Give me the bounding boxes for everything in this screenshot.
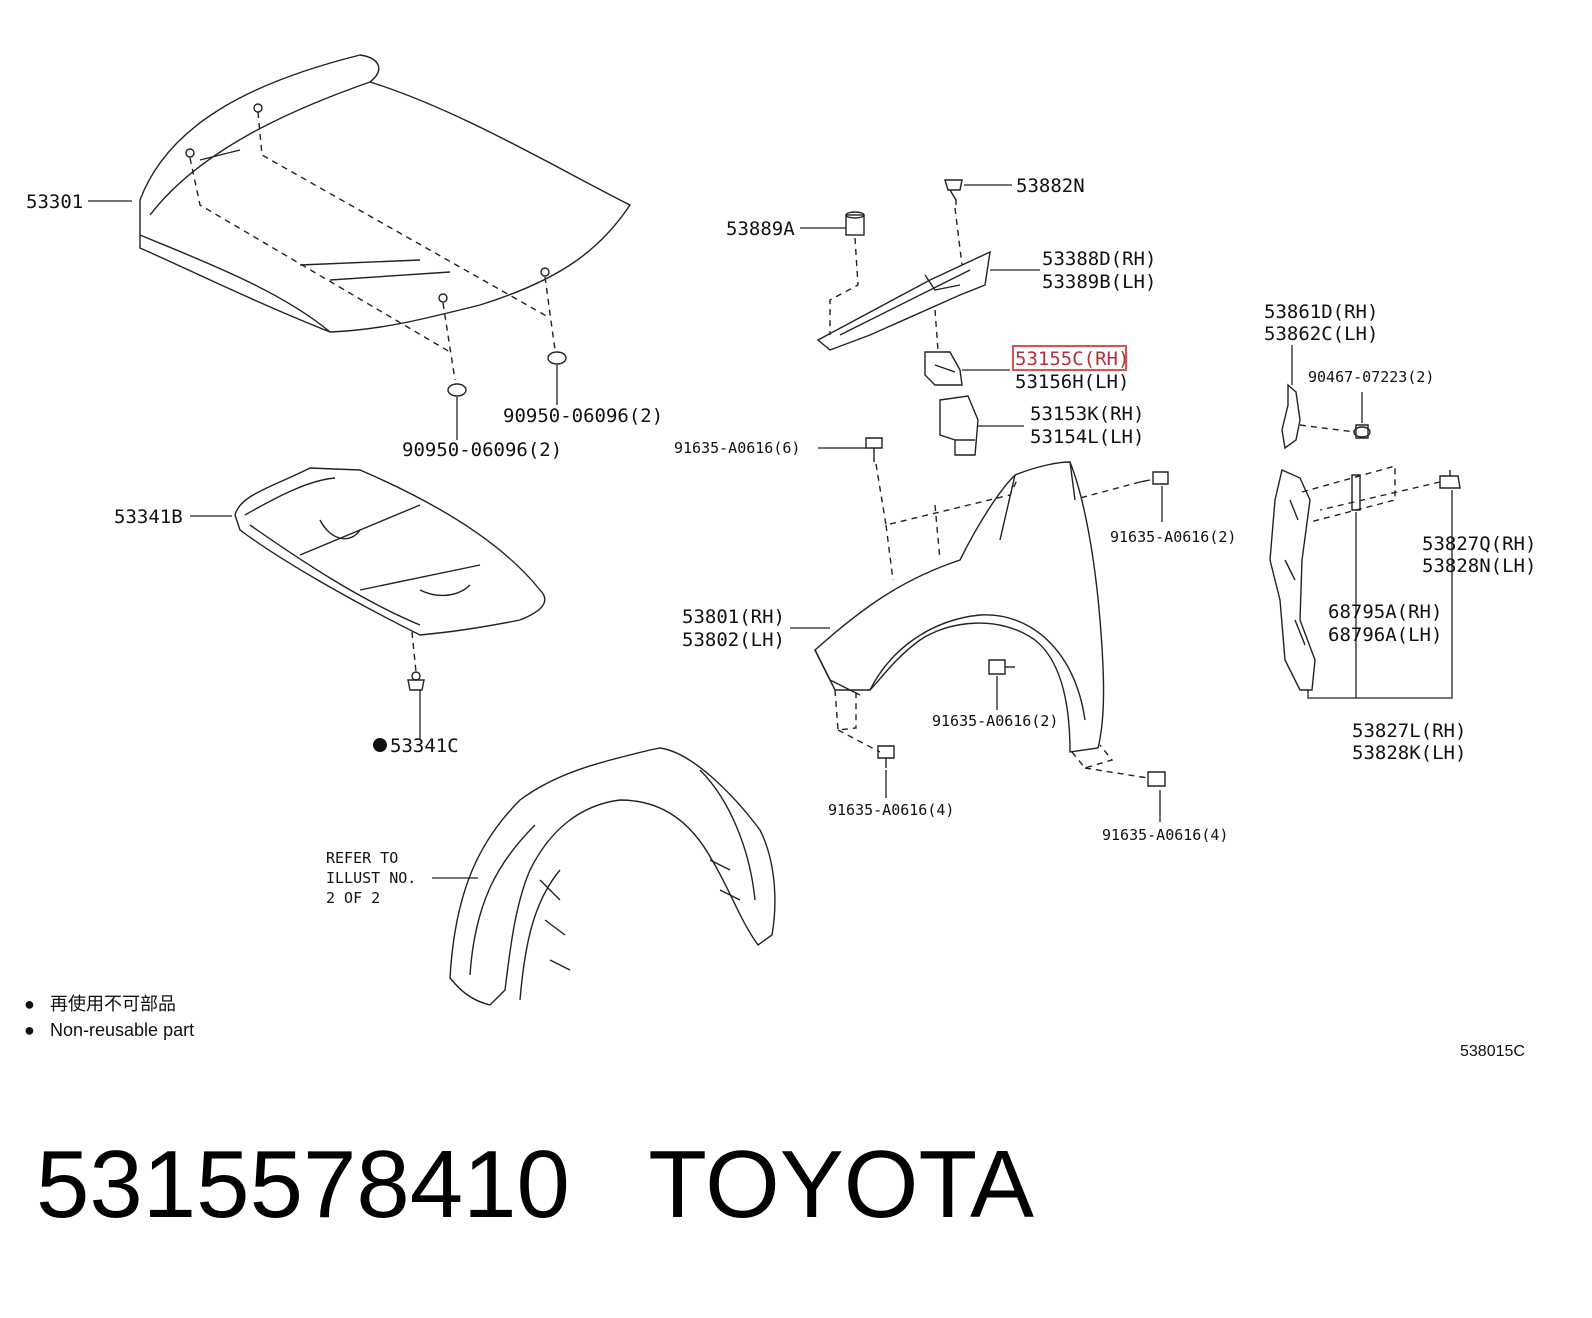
hood-lock-cushion [924,351,963,386]
fender-liner [449,747,776,1006]
label-cover-rh: 53153K(RH) [1030,403,1144,425]
label-clip-lh: 53828N(LH) [1422,555,1536,577]
hood-cushion-b-icon [547,351,567,365]
label-seal2-lh: 53828K(LH) [1352,742,1466,764]
label-nut: 90467-07223(2) [1308,368,1434,386]
label-hood-cushion-b: 90950-06096(2) [503,405,663,427]
protector-guide [1299,424,1356,433]
bolt-right-icon [1139,471,1169,485]
stopper-icon [845,211,865,236]
clip-icon [1439,470,1461,489]
strip-icon [1351,474,1361,511]
insulator-clip-guide [411,631,417,673]
label-highlight-lh: 53156H(LH) [1015,371,1129,393]
label-cover-lh: 53154L(LH) [1030,426,1144,448]
refer-note-line-2: ILLUST NO. [326,869,416,887]
footer-gap [570,1131,648,1238]
label-highlight-rh: 53155C(RH) [1015,348,1129,370]
legend-text-jp: 再使用不可部品 [50,994,176,1014]
label-fender-rh: 53801(RH) [682,606,785,628]
bolt-mid-icon [988,659,1015,675]
label-bolt-low-right: 91635-A0616(4) [1102,826,1228,844]
label-protector-rh: 53861D(RH) [1264,301,1378,323]
protector-icon [1281,383,1301,450]
label-clip-rh: 53827Q(RH) [1422,533,1536,555]
retainer-icon [944,179,963,205]
label-bolt-right: 91635-A0616(2) [1110,528,1236,546]
label-protector-lh: 53862C(LH) [1264,323,1378,345]
front-fender [814,461,1105,753]
label-seal2-rh: 53827L(RH) [1352,720,1466,742]
legend-bullet-en: ● [24,1020,35,1040]
retainer-guide [954,207,963,266]
legend-bullet-jp: ● [24,994,35,1014]
part-footer: 5315578410 TOYOTA [36,1120,1034,1250]
refer-note-line-1: REFER TO [326,849,398,867]
seal-side-guide [1301,465,1396,523]
bolt-low-right-guide [1071,744,1149,779]
label-bolt-top: 91635-A0616(6) [674,439,800,457]
bolt-low-left-icon [877,745,895,768]
hood-cushion-a-icon [447,383,467,397]
bolt-low-right-icon [1147,771,1166,787]
insulator-clip-icon [407,671,425,691]
label-insulator: 53341B [114,506,183,528]
clip-guide [1319,481,1441,511]
hood-insulator [234,467,546,636]
label-bolt-mid: 91635-A0616(2) [932,712,1058,730]
bolt-top-guide [875,463,1019,581]
stopper-guide [829,237,859,335]
hood-seal-bracket [816,250,991,351]
hood-guide-lines [189,111,556,381]
footer-part-number: 5315578410 [36,1131,570,1238]
label-insulator-clip: 53341C [390,735,459,757]
bolt-low-left-guide [834,689,881,753]
refer-note-line-3: 2 OF 2 [326,889,380,907]
label-hood: 53301 [26,191,83,213]
bolt-top-icon [865,437,883,462]
label-strip-lh: 68796A(LH) [1328,624,1442,646]
nut-icon [1353,424,1371,439]
non-reusable-mark [373,738,387,752]
hood-panel [139,54,632,333]
fender-seal-side [1269,469,1316,691]
label-stopper: 53889A [726,218,795,240]
label-seal-rh: 53388D(RH) [1042,248,1156,270]
label-bolt-low-left: 91635-A0616(4) [828,801,954,819]
fender-cover [939,395,979,456]
label-hood-cushion-a: 90950-06096(2) [402,439,562,461]
illustration-code: 538015C [1460,1043,1525,1060]
footer-brand: TOYOTA [648,1131,1035,1238]
highlight-box [1012,345,1127,371]
label-seal-lh: 53389B(LH) [1042,271,1156,293]
leader-clip [1307,490,1453,699]
legend-text-en: Non-reusable part [50,1020,194,1040]
seal-guide [934,309,939,351]
label-retainer: 53882N [1016,175,1085,197]
label-strip-rh: 68795A(RH) [1328,601,1442,623]
bolt-right-guide [1079,481,1141,499]
label-fender-lh: 53802(LH) [682,629,785,651]
